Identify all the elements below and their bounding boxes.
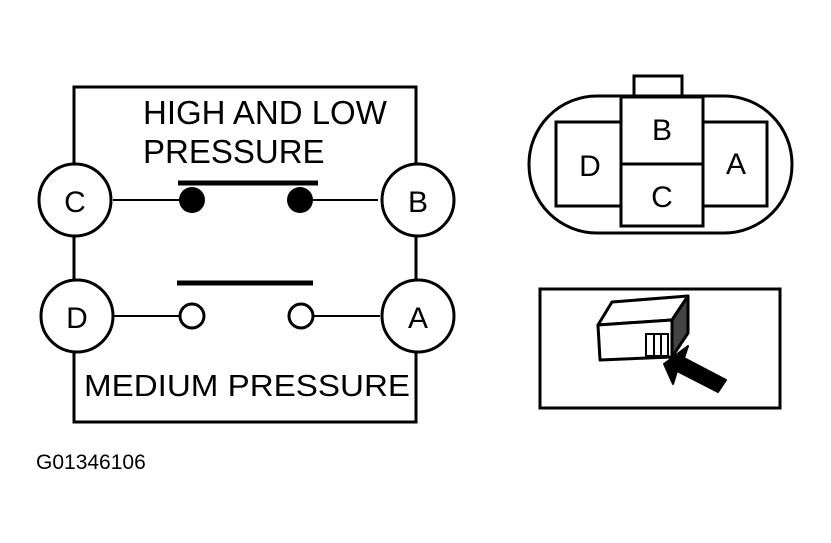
pin-cavity-a — [701, 120, 769, 208]
terminal-a-label: A — [408, 302, 428, 335]
pin-d-label: D — [579, 150, 601, 183]
pin-a-label: A — [726, 148, 746, 181]
terminal-d: D — [39, 278, 115, 354]
terminal-b: B — [380, 162, 456, 238]
upper-contact-left — [179, 187, 205, 213]
high-low-pressure-title-line2: PRESSURE — [143, 133, 325, 170]
high-low-pressure-title-line1: HIGH AND LOW — [143, 94, 388, 131]
lower-contact-left — [178, 302, 206, 330]
connector-face-view: B D A C — [527, 74, 794, 235]
terminal-c: C — [37, 162, 113, 238]
lower-contact-right — [287, 302, 315, 330]
pin-cavity-b — [619, 95, 705, 166]
terminal-a: A — [380, 278, 456, 354]
terminal-c-label: C — [64, 186, 86, 219]
pin-cavity-c — [619, 162, 705, 228]
medium-pressure-label: MEDIUM PRESSURE — [84, 368, 410, 403]
pin-cavity-d — [554, 120, 624, 208]
connector-location-view — [538, 287, 782, 410]
pressure-switch-schematic: HIGH AND LOW PRESSURE C B D A — [37, 85, 456, 424]
figure-id: G01346106 — [36, 451, 146, 474]
terminal-d-label: D — [66, 302, 88, 335]
pin-c-label: C — [651, 181, 673, 214]
connector-3d-icon — [596, 294, 690, 362]
terminal-b-label: B — [408, 186, 428, 219]
pin-b-label: B — [652, 114, 672, 147]
schematic-frame — [72, 85, 418, 424]
upper-contact-right — [287, 187, 313, 213]
pointer-arrow-icon — [663, 345, 727, 393]
bottom-label-backdrop — [82, 368, 410, 402]
